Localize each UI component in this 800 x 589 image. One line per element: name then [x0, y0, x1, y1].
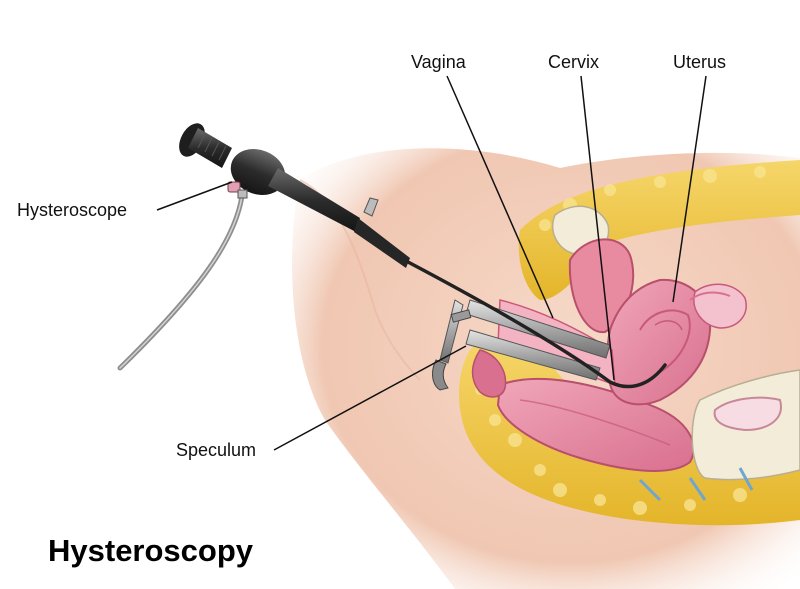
label-cervix: Cervix	[548, 52, 600, 72]
uterus-organ	[606, 278, 712, 406]
ovary	[689, 283, 747, 329]
rectum	[496, 377, 695, 472]
leader-line-speculum	[273, 345, 467, 451]
label-vagina: Vagina	[411, 52, 466, 72]
label-uterus: Uterus	[673, 52, 727, 72]
label-hysteroscope: Hysteroscope	[17, 200, 128, 220]
leader-line-uterus	[672, 75, 707, 303]
hysteroscope-instrument	[179, 123, 667, 389]
leader-line-cervix	[580, 75, 615, 381]
leader-lines	[156, 75, 707, 451]
figure-title: Hysteroscopy	[48, 533, 254, 568]
sacrum	[638, 369, 800, 502]
label-speculum: Speculum	[176, 440, 257, 460]
leader-line-vagina	[446, 75, 554, 319]
hysteroscope-cable	[117, 193, 245, 371]
leader-line-hysteroscope	[156, 181, 233, 211]
